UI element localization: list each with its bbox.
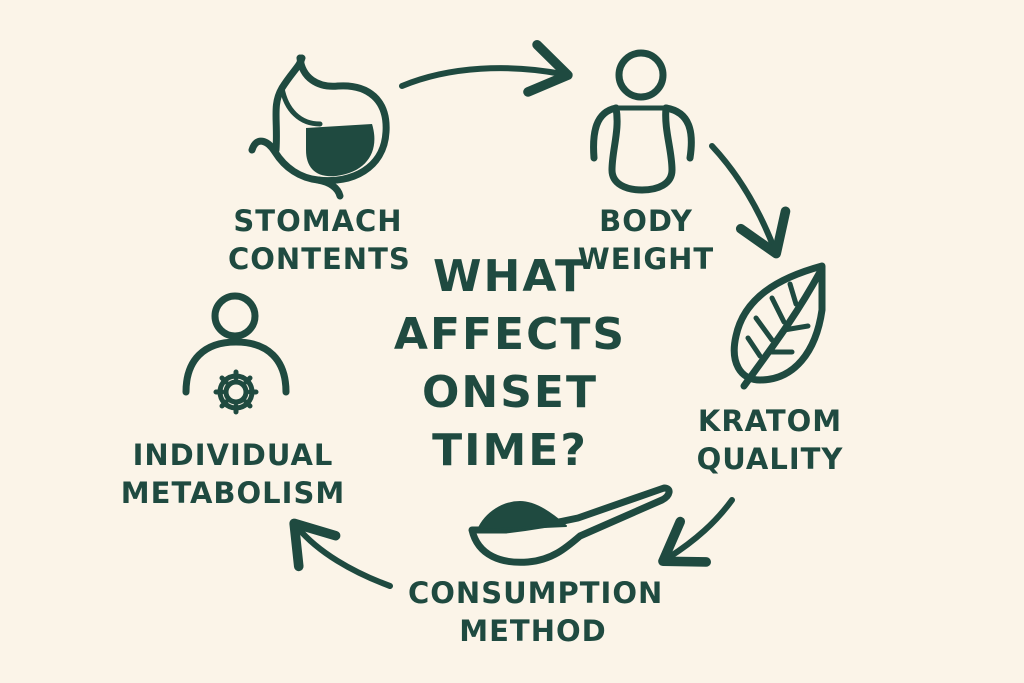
label-body-line-1: BODY [599, 204, 693, 238]
stomach-icon [248, 54, 390, 200]
leaf-icon [730, 262, 826, 390]
body-icon [590, 49, 695, 194]
arrow-kratom-to-consumption [658, 497, 735, 567]
diagram-title: WHAT AFFECTS ONSET TIME? [390, 248, 630, 480]
cycle-arrows [289, 39, 791, 589]
label-metabolism-line-2: METABOLISM [120, 476, 346, 510]
arrow-consumption-to-metabolism [289, 518, 393, 589]
spoon-icon [468, 484, 673, 566]
label-metabolism-line-1: INDIVIDUAL [132, 438, 334, 472]
label-kratom-line-2: QUALITY [696, 442, 844, 476]
label-stomach-line-1: STOMACH [233, 204, 403, 238]
label-consumption-line-1: CONSUMPTION [408, 576, 664, 610]
arrow-body-to-kratom [709, 143, 791, 259]
arrow-stomach-to-body [399, 39, 573, 97]
label-individual-metabolism: INDIVIDUAL METABOLISM [120, 436, 346, 512]
person-gear-icon [182, 292, 290, 415]
label-body-line-2: WEIGHT [577, 242, 715, 276]
label-consumption-line-2: METHOD [459, 614, 607, 648]
title-line-1: WHAT [432, 251, 587, 302]
label-kratom-quality: KRATOM QUALITY [690, 402, 850, 478]
label-stomach-line-2: CONTENTS [228, 242, 411, 276]
title-line-2: AFFECTS [393, 309, 627, 360]
title-line-4: TIME? [432, 425, 588, 476]
label-body-weight: BODY WEIGHT [576, 202, 716, 278]
label-stomach-contents: STOMACH CONTENTS [228, 202, 411, 278]
label-consumption-method: CONSUMPTION METHOD [408, 574, 664, 650]
title-line-3: ONSET [422, 367, 598, 418]
label-kratom-line-1: KRATOM [697, 404, 843, 438]
